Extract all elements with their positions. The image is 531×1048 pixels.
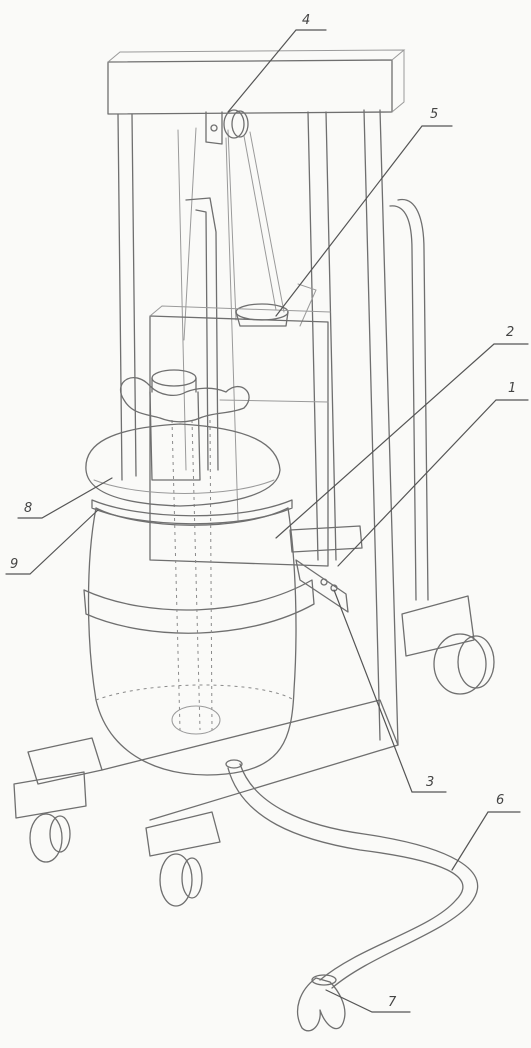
lid bbox=[85, 369, 281, 507]
callout-4: 4 bbox=[227, 13, 327, 113]
bracket bbox=[289, 525, 363, 613]
callout-9: 9 bbox=[5, 509, 99, 575]
nozzle bbox=[297, 974, 346, 1032]
callout-6: 6 bbox=[451, 793, 521, 871]
callout-label-9: 9 bbox=[10, 557, 18, 572]
callout-label-3: 3 bbox=[426, 775, 434, 790]
callout-1: 1 bbox=[337, 381, 529, 567]
mast-frame bbox=[107, 49, 406, 746]
callout-3: 3 bbox=[333, 589, 447, 793]
vessel bbox=[83, 419, 315, 776]
callout-label-8: 8 bbox=[24, 501, 32, 516]
callout-8: 8 bbox=[17, 477, 113, 519]
hose bbox=[225, 759, 479, 989]
callout-label-4: 4 bbox=[302, 13, 310, 28]
callout-label-2: 2 bbox=[506, 325, 514, 340]
callout-label-1: 1 bbox=[508, 381, 516, 396]
callout-label-5: 5 bbox=[430, 107, 438, 122]
carriage-frame bbox=[185, 197, 429, 601]
callout-label-7: 7 bbox=[388, 995, 397, 1010]
lifting-plate bbox=[149, 305, 331, 567]
callout-label-6: 6 bbox=[496, 793, 504, 808]
callout-7: 7 bbox=[325, 989, 411, 1013]
callout-5: 5 bbox=[275, 107, 453, 317]
callout-2: 2 bbox=[275, 325, 529, 539]
pulley bbox=[183, 109, 285, 521]
base-and-wheels bbox=[13, 595, 495, 907]
